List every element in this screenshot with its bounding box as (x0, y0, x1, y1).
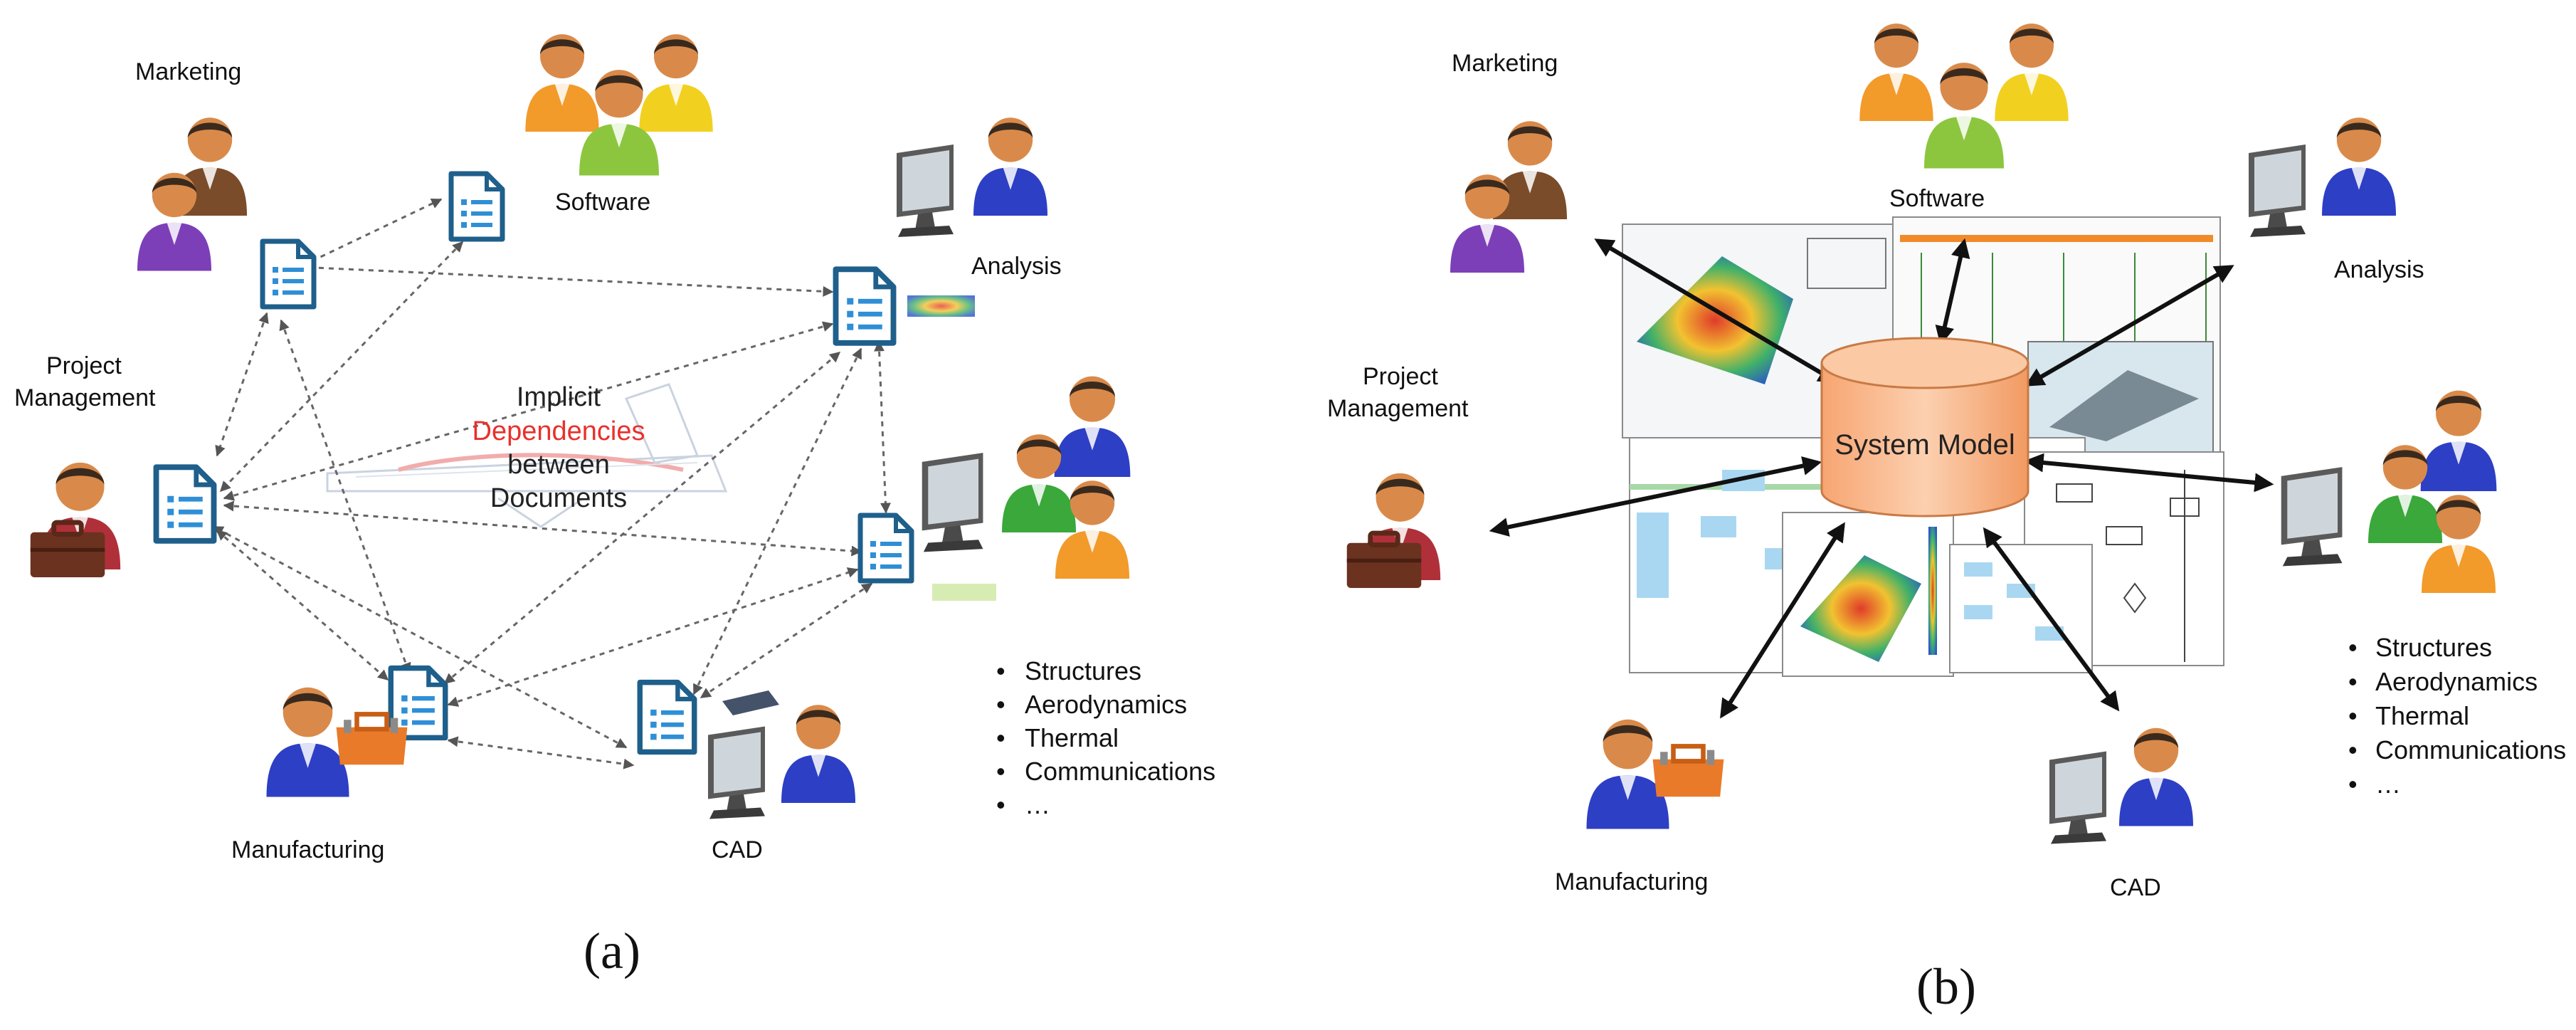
system-model-database: System Model (1820, 337, 2029, 517)
software-label-b: Software (1889, 185, 1985, 212)
manufacturing-label: Manufacturing (231, 836, 384, 863)
software-label: Software (555, 189, 650, 216)
dependency-lines (212, 198, 891, 769)
bullet-item: Aerodynamics (1025, 690, 1187, 719)
panel-b: System Model (1327, 23, 2566, 1015)
document-icon (451, 174, 502, 239)
document-icon (860, 515, 912, 581)
marketing-label: Marketing (135, 58, 241, 85)
bullet-item: Communications (2375, 735, 2566, 764)
software-people-icons-b (1859, 23, 2069, 169)
document-icon (263, 241, 314, 307)
bullet-item: Communications (1025, 757, 1215, 786)
analysis-person-icon (897, 117, 1047, 237)
marketing-label-b: Marketing (1452, 50, 1558, 77)
bullet-item: … (1025, 790, 1050, 819)
manufacturing-person-icon (266, 687, 408, 797)
svg-text:•: • (2348, 633, 2358, 662)
marketing-person-icons (137, 117, 247, 271)
bullet-item: Aerodynamics (2375, 667, 2538, 696)
team-people-icons (922, 376, 1131, 579)
bullet-item: … (2375, 769, 2401, 799)
svg-text:•: • (996, 757, 1005, 786)
marketing-person-icons-b (1450, 121, 1567, 273)
project-label-line2-b: Management (1327, 395, 1469, 422)
thumbnail-strip (932, 584, 996, 601)
cad-person-icon-b (2049, 727, 2193, 844)
document-icon (157, 467, 214, 541)
bullet-item: Thermal (1025, 723, 1119, 752)
document-icon (836, 269, 894, 343)
system-model-arrows (1489, 238, 2274, 719)
project-label-line1-b: Project (1363, 363, 1438, 390)
project-label-line2: Management (14, 384, 156, 411)
system-model-label: System Model (1835, 429, 2015, 461)
project-label-line1: Project (46, 352, 122, 379)
cad-part-icon (722, 690, 779, 715)
documents-label: Documents (490, 483, 627, 513)
analysis-thumbnail (907, 295, 975, 317)
svg-text:•: • (2348, 667, 2358, 696)
implicit-label: Implicit (517, 382, 601, 412)
discipline-bullets: • Structures • Aerodynamics • Thermal • … (996, 656, 1215, 819)
software-people-icons (525, 34, 713, 176)
analysis-label: Analysis (971, 253, 1062, 280)
svg-text:•: • (996, 790, 1005, 819)
cad-person-icon (708, 705, 855, 819)
document-icon (640, 683, 695, 752)
svg-text:•: • (2348, 701, 2358, 730)
team-people-icons-b (2281, 390, 2497, 593)
svg-text:•: • (996, 723, 1005, 752)
caption-a: (a) (584, 923, 640, 979)
dependencies-label: Dependencies (473, 416, 645, 446)
document-icon (391, 668, 445, 738)
between-label: between (507, 450, 610, 480)
manufacturing-label-b: Manufacturing (1555, 868, 1708, 895)
cad-label: CAD (712, 836, 763, 863)
svg-text:•: • (996, 690, 1005, 719)
caption-b: (b) (1916, 958, 1976, 1015)
analysis-person-icon-b (2249, 117, 2396, 237)
analysis-label-b: Analysis (2334, 256, 2424, 283)
bullet-item: Thermal (2375, 701, 2469, 730)
discipline-bullets-b: • Structures • Aerodynamics • Thermal • … (2348, 633, 2566, 799)
bullet-item: Structures (2375, 633, 2492, 662)
manufacturing-person-icon-b (1586, 719, 1724, 829)
svg-text:•: • (2348, 735, 2358, 764)
project-management-person-icon (31, 462, 121, 577)
svg-text:•: • (996, 656, 1005, 685)
svg-text:•: • (2348, 769, 2358, 799)
cad-label-b: CAD (2110, 874, 2161, 901)
project-management-person-icon-b (1347, 473, 1441, 588)
bullet-item: Structures (1025, 656, 1141, 685)
panel-a: Marketing Software Analysis Project Mana… (14, 34, 1215, 979)
